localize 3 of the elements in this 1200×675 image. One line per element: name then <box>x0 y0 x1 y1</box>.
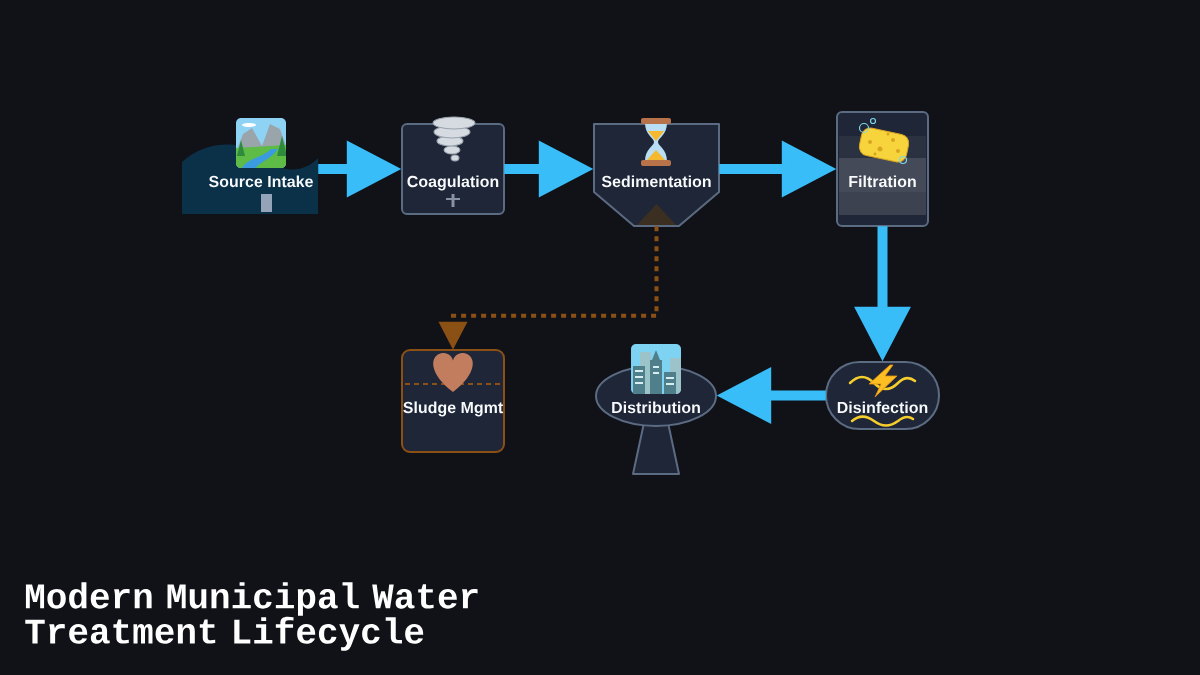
title: Modern Municipal Water Treatment Lifecycle <box>25 582 478 651</box>
process-box: Coagulation <box>401 123 505 215</box>
process-box: Sludge Mgmt <box>401 349 505 453</box>
